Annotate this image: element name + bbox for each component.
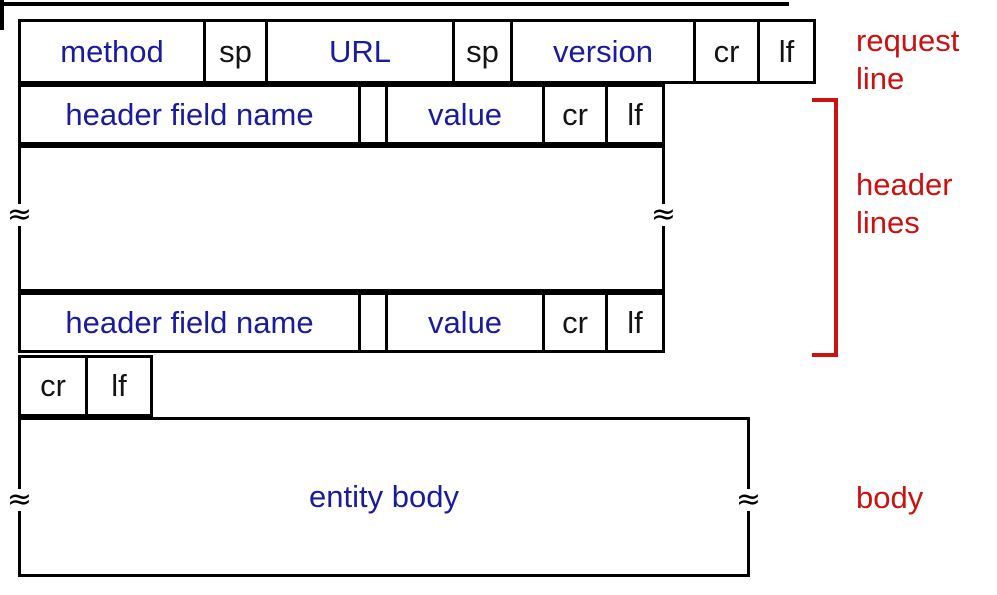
cell-sp-small — [361, 87, 388, 142]
header-line-row-bottom: header field name value cr lf — [18, 292, 665, 353]
request-line-annotation-word-2: line — [856, 61, 905, 96]
cell-lf: lf — [627, 304, 643, 340]
cell-lf: lf — [627, 96, 643, 132]
cell-sp-small — [361, 295, 388, 350]
entity-body-box: ≈ ≈ entity body — [6, 417, 762, 577]
cell-header-field-name: header field name — [21, 295, 361, 350]
cell-cr: cr — [696, 22, 760, 81]
cell-sp-2: sp — [455, 22, 513, 81]
cell-cr: cr — [545, 87, 608, 142]
body-annotation: body — [856, 480, 924, 515]
header-lines-annotation: header lines — [856, 166, 953, 242]
header-line-row-top: header field name value cr lf — [18, 84, 665, 145]
cell-lf: lf — [111, 368, 127, 403]
cell-version: version — [513, 22, 696, 81]
tilde-break-icon-right: ≈ — [735, 482, 762, 517]
frame-left-line — [0, 0, 4, 30]
cell-cr: cr — [545, 295, 608, 350]
cell-value: value — [388, 295, 545, 350]
blank-line-row: cr lf — [18, 355, 153, 417]
header-lines-annotation-word-1: header — [856, 167, 953, 202]
header-lines-bracket — [834, 98, 838, 357]
cell-sp-1: sp — [206, 22, 268, 81]
request-line-annotation-word-1: request — [856, 23, 960, 58]
cell-cr: cr — [21, 358, 88, 414]
header-lines-bracket-top-foot — [812, 98, 838, 102]
request-line-row: method sp URL sp version cr lf — [18, 19, 816, 84]
tilde-break-icon-left: ≈ — [6, 482, 33, 517]
request-line-annotation: request line — [856, 22, 959, 98]
header-lines-bracket-bottom-foot — [812, 353, 838, 357]
header-lines-continuation-box: ≈ ≈ — [6, 145, 677, 292]
tilde-break-icon-right: ≈ — [650, 197, 677, 232]
cell-value: value — [388, 87, 545, 142]
frame-top-line — [0, 2, 789, 6]
cell-lf: lf — [778, 33, 795, 69]
cell-header-field-name: header field name — [21, 87, 361, 142]
tilde-break-icon-left: ≈ — [6, 197, 33, 232]
cell-method: method — [21, 22, 206, 81]
entity-body-label: entity body — [309, 479, 459, 514]
header-lines-annotation-word-2: lines — [856, 205, 920, 240]
cell-url: URL — [268, 22, 455, 81]
